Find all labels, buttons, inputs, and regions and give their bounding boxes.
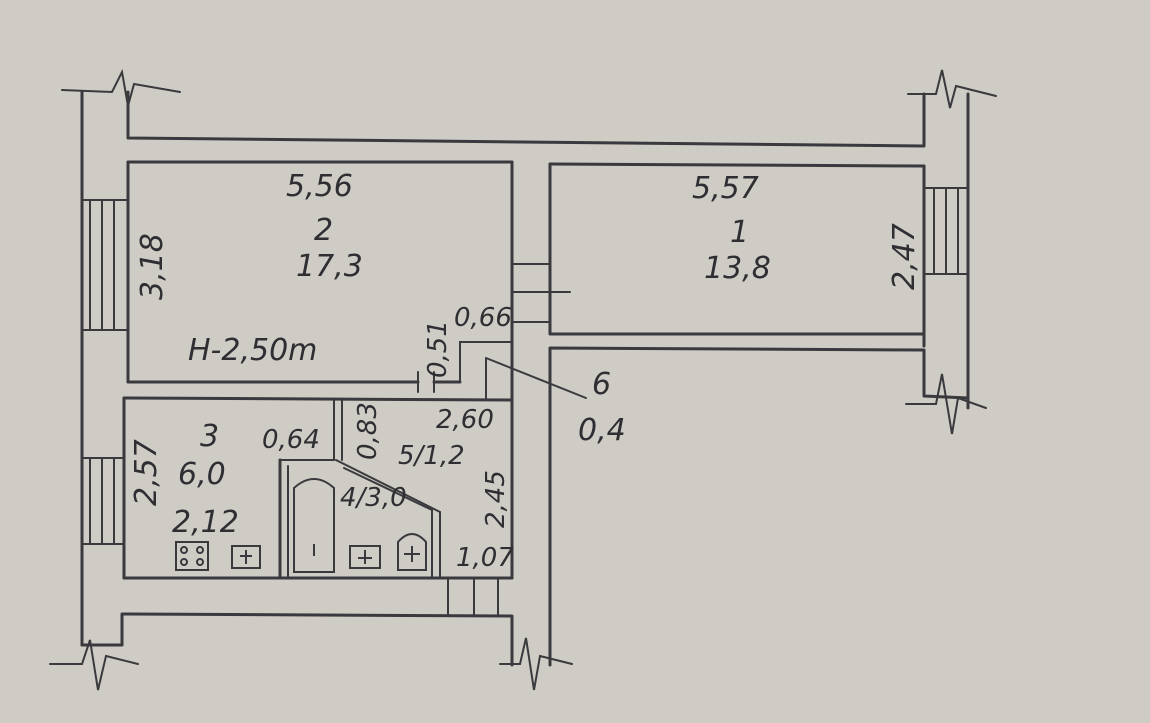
break-bottom-left bbox=[49, 639, 139, 691]
hall-width: 2,60 bbox=[436, 405, 494, 435]
entry-width: 1,07 bbox=[456, 543, 514, 573]
break-top-right bbox=[907, 69, 997, 109]
room2-width: 5,56 bbox=[286, 169, 353, 204]
room3-number: 3 bbox=[200, 419, 219, 454]
room2-depth: 3,18 bbox=[135, 233, 170, 300]
kitchen-sink-icon bbox=[231, 545, 261, 569]
ceiling-height: H-2,50m bbox=[188, 333, 317, 368]
window-room-1 bbox=[923, 187, 969, 275]
room6-leader-line bbox=[485, 357, 587, 399]
room1-depth: 2,47 bbox=[887, 223, 922, 290]
corridor-wall bbox=[548, 346, 970, 667]
stove-icon bbox=[175, 541, 209, 571]
closet-6 bbox=[459, 341, 513, 383]
hall-depth: 2,45 bbox=[481, 470, 511, 528]
room6-number: 6 bbox=[592, 367, 611, 402]
room1-number: 1 bbox=[730, 215, 749, 250]
top-wall-inner-right bbox=[548, 162, 926, 168]
closet-width: 0,66 bbox=[454, 303, 512, 333]
window-room-2 bbox=[81, 199, 129, 331]
top-wall-outer bbox=[126, 90, 926, 148]
room6-area: 0,4 bbox=[578, 413, 626, 448]
bottom-wall-outer bbox=[80, 612, 514, 667]
bath-label: 4/3,0 bbox=[340, 483, 407, 513]
partitions bbox=[122, 160, 926, 617]
room2-number: 2 bbox=[314, 213, 333, 248]
room2-area: 17,3 bbox=[296, 249, 363, 284]
outer-walls bbox=[80, 90, 970, 667]
bath-width: 0,64 bbox=[262, 425, 320, 455]
room1-area: 13,8 bbox=[704, 251, 771, 286]
partition-2-1-right bbox=[548, 162, 926, 336]
room3-width: 2,12 bbox=[172, 505, 239, 540]
toilet-icon bbox=[397, 533, 427, 571]
labels: 5,56 2 17,3 3,18 H-2,50m 5,57 1 13,8 2,4… bbox=[129, 169, 922, 573]
wc-label: 5/1,2 bbox=[398, 441, 465, 471]
break-bottom-right bbox=[905, 373, 987, 435]
break-marks bbox=[49, 68, 997, 691]
room3-depth: 2,57 bbox=[129, 439, 164, 506]
wc-diagonal-wall bbox=[335, 459, 441, 579]
bathtub-icon bbox=[293, 478, 335, 573]
closet-depth: 0,51 bbox=[423, 320, 453, 378]
fixtures bbox=[175, 478, 427, 573]
bath-depth: 0,83 bbox=[353, 402, 383, 460]
wash-basin-icon bbox=[349, 545, 381, 569]
room1-width: 5,57 bbox=[692, 171, 759, 206]
break-top-left bbox=[61, 68, 181, 107]
break-bottom-center bbox=[499, 637, 573, 691]
room3-top-wall bbox=[122, 396, 514, 402]
room3-area: 6,0 bbox=[178, 457, 226, 492]
windows bbox=[81, 187, 969, 545]
window-room-3 bbox=[81, 457, 125, 545]
